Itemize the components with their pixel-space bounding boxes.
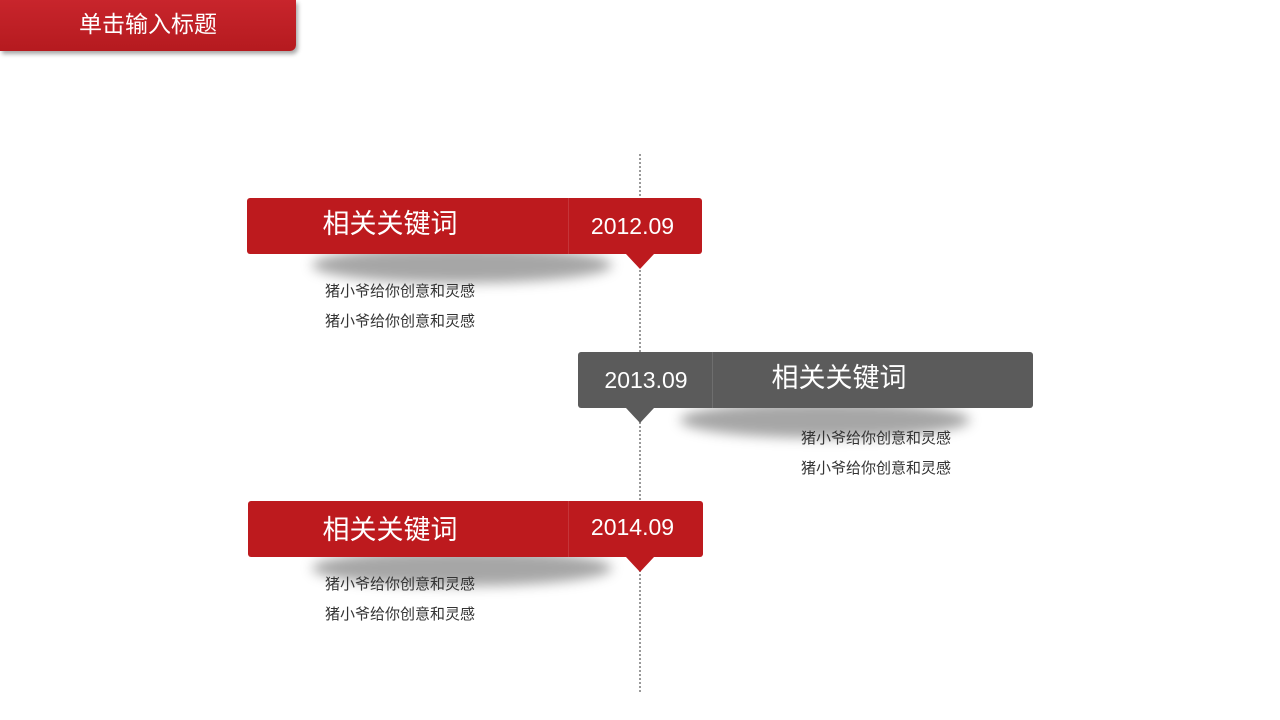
keyword-label-2[interactable]: 相关关键词 xyxy=(771,363,907,394)
title-tab xyxy=(0,0,296,51)
description-line[interactable]: 猪小爷给你创意和灵感 xyxy=(324,282,475,300)
description-line[interactable]: 猪小爷给你创意和灵感 xyxy=(324,312,475,330)
timeline-pointer-1 xyxy=(626,254,654,269)
timeline-pointer-3 xyxy=(626,557,654,572)
date-label-1[interactable]: 2012.09 xyxy=(590,213,675,239)
banner-shadow-2 xyxy=(680,402,970,438)
description-line[interactable]: 猪小爷给你创意和灵感 xyxy=(800,429,951,447)
description-line[interactable]: 猪小爷给你创意和灵感 xyxy=(800,459,951,477)
description-3: 猪小爷给你创意和灵感 猪小爷给你创意和灵感 xyxy=(300,569,500,629)
keyword-label-3[interactable]: 相关关键词 xyxy=(322,515,458,546)
banner-divider-1 xyxy=(568,198,569,254)
description-line[interactable]: 猪小爷给你创意和灵感 xyxy=(324,605,475,623)
timeline-axis xyxy=(639,154,641,692)
description-2: 猪小爷给你创意和灵感 猪小爷给你创意和灵感 xyxy=(776,423,976,483)
timeline-banner-2: 2013.09 相关关键词 xyxy=(578,352,1033,408)
banner-divider-2 xyxy=(712,352,713,408)
timeline-banner-3: 相关关键词 2014.09 xyxy=(248,501,703,557)
slide-title[interactable]: 单击输入标题 xyxy=(79,12,217,38)
banner-divider-3 xyxy=(568,501,569,557)
keyword-label-1[interactable]: 相关关键词 xyxy=(322,209,458,240)
timeline-banner-1: 相关关键词 2012.09 xyxy=(247,198,702,254)
timeline-pointer-2 xyxy=(626,408,654,423)
description-1: 猪小爷给你创意和灵感 猪小爷给你创意和灵感 xyxy=(300,276,500,336)
date-label-2[interactable]: 2013.09 xyxy=(604,367,688,393)
description-line[interactable]: 猪小爷给你创意和灵感 xyxy=(324,575,475,593)
date-label-3[interactable]: 2014.09 xyxy=(590,514,675,540)
